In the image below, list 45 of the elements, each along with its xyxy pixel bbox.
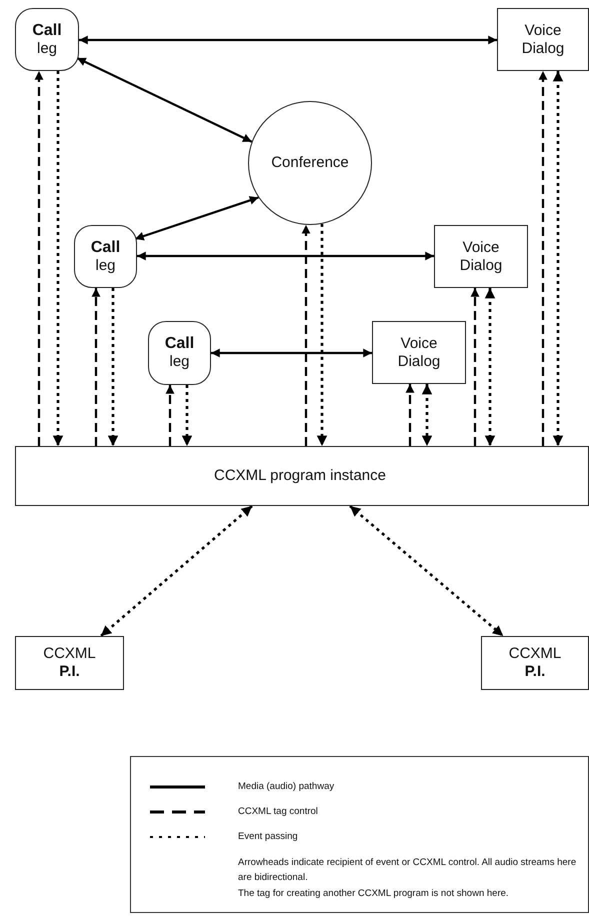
arrow [182, 385, 192, 446]
node-label: Voice Dialog [520, 22, 566, 58]
node-label: Voice Dialog [396, 334, 442, 370]
node-label: CCXML P.I. [508, 645, 562, 681]
process-box [434, 225, 528, 288]
arrow [302, 224, 310, 446]
arrow [137, 252, 434, 260]
node-label: Call leg [31, 22, 63, 58]
arrow [76, 57, 252, 143]
arrow [166, 385, 174, 446]
arrow [100, 505, 253, 637]
arrow [92, 288, 100, 446]
arrow [134, 196, 259, 240]
arrow [484, 288, 496, 446]
note-text: Arrowheads indicate recipient of event or CCXML control. All audio streams here are bidirectional. [238, 856, 578, 885]
legend-text: Media (audio) pathway [238, 780, 334, 794]
arrow [552, 71, 564, 446]
rounded-box [74, 225, 137, 288]
arrow [108, 288, 118, 446]
legend-text: Event passing [238, 830, 298, 844]
arrow [79, 36, 497, 44]
process-box [497, 8, 589, 71]
rounded-box [148, 321, 211, 385]
arrow [470, 288, 480, 446]
node-label: Call leg [90, 238, 122, 274]
arrow [422, 384, 432, 446]
node-label: Call leg [164, 335, 196, 371]
process-box [481, 636, 589, 690]
arrow [349, 505, 504, 637]
process-box [15, 636, 124, 690]
rounded-box [15, 8, 79, 71]
node-label: CCXML program instance [212, 467, 387, 485]
note-text: The tag for creating another CCXML program is not shown here. [238, 887, 510, 901]
arrow [52, 71, 64, 446]
process-box [372, 321, 466, 384]
arrow [34, 71, 44, 446]
node-label: Conference [271, 154, 349, 172]
arrow [211, 348, 372, 358]
arrow [316, 224, 328, 446]
node-label: CCXML P.I. [42, 645, 97, 681]
arrow [538, 71, 548, 446]
process-box [15, 446, 589, 506]
legend-text: CCXML tag control [238, 805, 318, 819]
node-label: Voice Dialog [458, 238, 504, 274]
arrow [406, 384, 414, 446]
